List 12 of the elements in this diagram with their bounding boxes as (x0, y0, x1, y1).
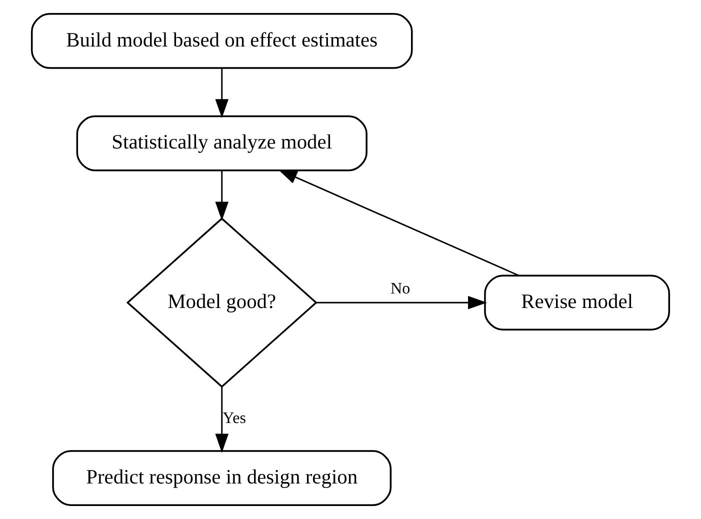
node-box: Predict response in design region (52, 450, 392, 506)
node-box: Statistically analyze model (76, 115, 368, 172)
node-box: Revise model (484, 274, 670, 331)
arrow (215, 386, 229, 453)
arrow (215, 68, 229, 118)
node-box: Build model based on effect estimates (30, 13, 413, 69)
edge-label: No (390, 280, 410, 298)
arrow (215, 170, 229, 221)
arrow (278, 170, 520, 276)
arrow (316, 296, 488, 310)
edge-label: Yes (222, 410, 246, 427)
node-diamond: Model good? (126, 217, 318, 388)
